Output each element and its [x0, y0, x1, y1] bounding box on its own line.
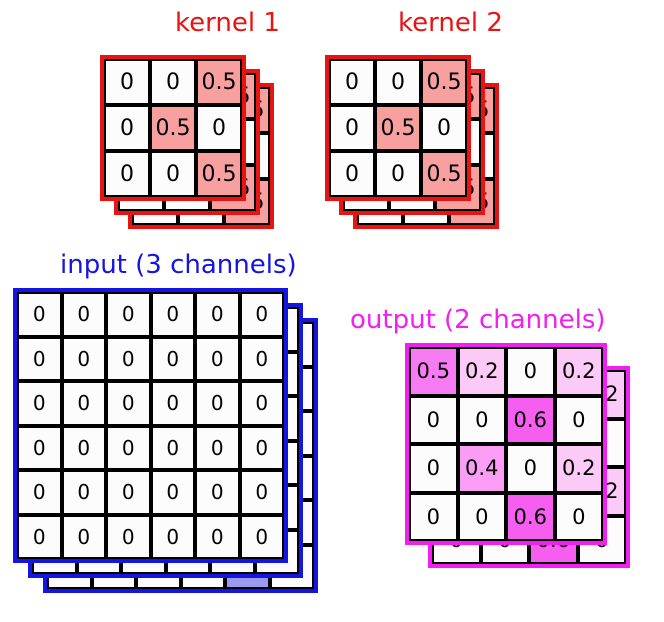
grid-cell: 0 — [195, 336, 240, 381]
grid-cell: 0.2 — [554, 444, 603, 493]
grid-cell: 0 — [61, 514, 106, 559]
grid-cell: 0 — [61, 425, 106, 470]
grid-cell: 0.5 — [196, 59, 242, 105]
grid-cell: 0 — [17, 470, 62, 515]
grid-cell: 0 — [150, 514, 195, 559]
grid-cell: 0 — [457, 492, 506, 541]
grid-cell: 0 — [61, 336, 106, 381]
grid-cell: 0.5 — [409, 347, 458, 396]
grid-cell: 0 — [239, 336, 284, 381]
grid-cell: 0.2 — [554, 347, 603, 396]
grid-cell: 0 — [150, 59, 196, 105]
grid-cell: 0 — [17, 336, 62, 381]
grid-cell: 0 — [457, 395, 506, 444]
grid-cell: 0.4 — [457, 444, 506, 493]
kernel-2-stack: 000.500.50000.5000.500.50000.5000.500.50… — [325, 55, 505, 235]
grid-cell: 0 — [61, 381, 106, 426]
grid-cell: 0 — [239, 514, 284, 559]
grid-cell: 0.6 — [506, 492, 555, 541]
grid-cell: 0 — [104, 59, 150, 105]
grid-cell: 0 — [329, 59, 375, 105]
grid-cell: 0 — [106, 470, 151, 515]
grid-cell: 0.5 — [375, 105, 421, 151]
output-stack: 0.50.200.2000.6000.400.2000.600.50.200.2… — [405, 343, 645, 568]
grid-cell: 0.5 — [196, 151, 242, 197]
kernel-2-title: kernel 2 — [398, 8, 503, 38]
grid-cell: 0 — [17, 292, 62, 337]
grid-cell: 0 — [150, 151, 196, 197]
grid-cell: 0 — [150, 336, 195, 381]
grid-cell: 0 — [506, 347, 555, 396]
kernel-1-stack: 000.500.50000.5000.500.50000.5000.500.50… — [100, 55, 280, 235]
grid-cell: 0 — [195, 292, 240, 337]
grid-cell: 0 — [106, 514, 151, 559]
grid-cell: 0 — [106, 336, 151, 381]
grid-cell: 0 — [506, 444, 555, 493]
grid-cell: 0 — [239, 470, 284, 515]
grid-cell: 0 — [409, 492, 458, 541]
grid-cell: 0 — [239, 425, 284, 470]
grid-cell: 0.5 — [150, 105, 196, 151]
grid-cell: 0.2 — [457, 347, 506, 396]
grid-cell: 0 — [17, 514, 62, 559]
output-title: output (2 channels) — [350, 305, 606, 335]
grid-cell: 0 — [150, 292, 195, 337]
grid-cell: 0 — [195, 514, 240, 559]
grid-cell: 0.6 — [506, 395, 555, 444]
grid-cell: 0 — [61, 470, 106, 515]
grid-cell: 0 — [375, 151, 421, 197]
grid-cell: 0.5 — [421, 59, 467, 105]
kernel-1-title: kernel 1 — [175, 8, 280, 38]
grid-cell: 0 — [61, 292, 106, 337]
grid-cell: 0 — [150, 381, 195, 426]
grid-cell: 0 — [106, 425, 151, 470]
grid-cell: 0 — [195, 470, 240, 515]
grid-cell: 0 — [104, 151, 150, 197]
grid-cell: 0 — [554, 395, 603, 444]
grid-cell: 0 — [329, 105, 375, 151]
grid-cell: 0 — [195, 381, 240, 426]
grid-cell: 0 — [150, 470, 195, 515]
grid-cell: 0 — [375, 59, 421, 105]
grid-cell: 0 — [239, 381, 284, 426]
grid-cell: 0 — [106, 381, 151, 426]
grid-cell: 0 — [421, 105, 467, 151]
grid-cell: 0 — [150, 425, 195, 470]
grid-cell: 0 — [17, 381, 62, 426]
grid-cell: 0 — [329, 151, 375, 197]
input-stack: 00000001.0000.400000.40000000.400000.400… — [13, 288, 333, 600]
input-title: input (3 channels) — [60, 250, 297, 280]
grid-cell: 0 — [104, 105, 150, 151]
grid-cell: 0 — [106, 292, 151, 337]
grid-cell: 0 — [195, 425, 240, 470]
grid-cell: 0 — [409, 395, 458, 444]
grid-cell: 0.5 — [421, 151, 467, 197]
grid-cell: 0 — [196, 105, 242, 151]
grid-cell: 0 — [554, 492, 603, 541]
grid-cell: 0 — [239, 292, 284, 337]
grid-cell: 0 — [17, 425, 62, 470]
grid-cell: 0 — [409, 444, 458, 493]
